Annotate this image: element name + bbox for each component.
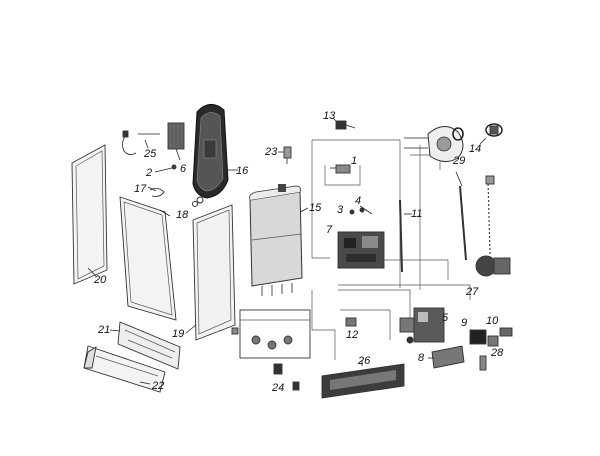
control-frame-part-21 — [109, 321, 181, 370]
callout-12: 12 — [346, 329, 358, 341]
callout-2: 2 — [145, 167, 152, 179]
callout-16: 16 — [236, 165, 249, 177]
wiring-harness — [311, 139, 471, 360]
burner-cylinder-part-6 — [167, 122, 185, 161]
callout-14: 14 — [469, 143, 481, 155]
callout-5: 5 — [442, 312, 449, 324]
callout-10: 10 — [486, 315, 499, 327]
callout-26: 26 — [357, 355, 371, 367]
side-panel-part-19 — [185, 204, 236, 341]
callout-18: 18 — [176, 209, 189, 221]
callout-7: 7 — [326, 224, 333, 236]
callout-27: 27 — [465, 286, 479, 298]
spring-part-17 — [147, 186, 165, 197]
valve-part-23 — [278, 146, 292, 164]
callout-11: 11 — [411, 208, 422, 220]
component-part-1 — [330, 164, 351, 174]
callout-3: 3 — [337, 204, 344, 216]
circulating-pump-part-27 — [475, 175, 511, 277]
callout-17: 17 — [134, 183, 147, 195]
rod-part-11 — [399, 199, 412, 273]
callout-1: 1 — [351, 155, 357, 167]
pump-housing-part-9 — [469, 329, 487, 345]
front-panel-part-18 — [119, 196, 177, 321]
callout-9: 9 — [461, 317, 467, 329]
callout-19: 19 — [172, 328, 184, 340]
fittings-part-24 — [231, 309, 311, 391]
screws-part-3-4 — [349, 205, 373, 215]
expansion-vessel-part-16 — [192, 104, 238, 207]
sensor-part-10 — [499, 327, 513, 337]
bottom-cover-part-22 — [83, 345, 166, 393]
control-board-part-7 — [337, 231, 385, 269]
callout-4: 4 — [355, 195, 361, 207]
gasket-part-14 — [479, 123, 503, 145]
sensor-part-13 — [332, 117, 356, 130]
small-part-2 — [154, 164, 177, 173]
callout-13: 13 — [323, 110, 336, 122]
gas-valve-part-5 — [399, 307, 445, 344]
callout-23: 23 — [264, 146, 278, 158]
side-panel-part-20 — [71, 144, 108, 285]
callout-6: 6 — [180, 163, 187, 175]
callout-22: 22 — [151, 380, 164, 392]
manifold-part-8 — [428, 345, 465, 369]
callout-8: 8 — [418, 352, 425, 364]
connector-part-12 — [345, 317, 357, 327]
callout-29: 29 — [452, 155, 465, 167]
callout-25: 25 — [143, 148, 157, 160]
callout-21: 21 — [97, 324, 110, 336]
connector-part-28 — [479, 335, 499, 371]
fan-part-29 — [404, 126, 467, 261]
callout-28: 28 — [490, 347, 504, 359]
callout-labels: 1 2 3 4 5 6 7 8 9 10 11 12 13 14 15 16 1… — [93, 110, 504, 394]
control-panel-part-26 — [321, 360, 405, 399]
heat-exchanger-part-15 — [249, 184, 309, 296]
callout-15: 15 — [309, 202, 322, 214]
callout-24: 24 — [271, 382, 284, 394]
callout-20: 20 — [93, 274, 107, 286]
electrode-part-25 — [122, 130, 160, 155]
